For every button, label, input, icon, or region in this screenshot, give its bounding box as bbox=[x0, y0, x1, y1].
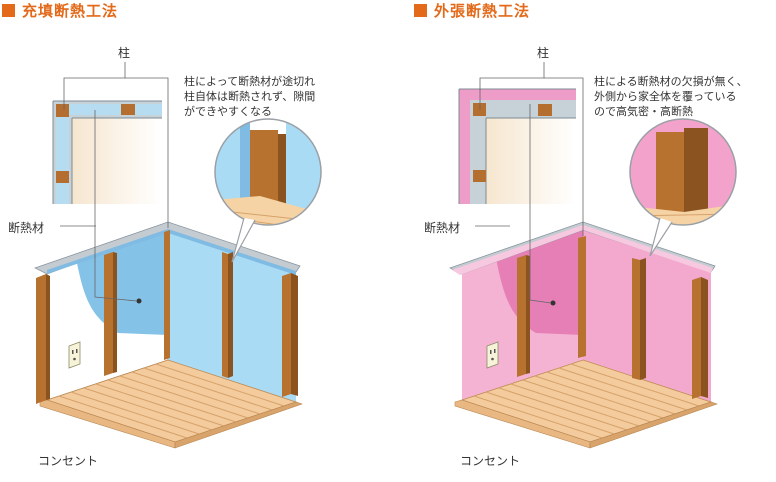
plan-pillar bbox=[56, 104, 69, 117]
left-illustration bbox=[33, 62, 322, 449]
right-illustration bbox=[448, 62, 737, 449]
right-plan-view bbox=[458, 88, 576, 204]
left-outlet-label: コンセント bbox=[38, 454, 99, 468]
right-room bbox=[448, 221, 718, 449]
left-note-line: ができやすくなる bbox=[184, 105, 272, 118]
left-plan-view bbox=[52, 100, 162, 204]
left-title-text: 充填断熱工法 bbox=[22, 2, 119, 20]
right-insulation-label: 断熱材 bbox=[424, 221, 461, 235]
right-leader-lines bbox=[475, 62, 584, 304]
title-bullet-icon bbox=[414, 4, 427, 17]
plan-pillar bbox=[121, 104, 135, 115]
left-pillar-label: 柱 bbox=[118, 46, 131, 60]
left-section-title: 充填断熱工法 bbox=[2, 0, 118, 21]
title-bullet-icon bbox=[2, 4, 15, 17]
left-outlet-icon bbox=[68, 341, 81, 369]
plan-pillar bbox=[56, 171, 69, 183]
left-magnifier bbox=[214, 118, 322, 263]
left-leader-lines bbox=[60, 62, 169, 302]
left-note-line: 柱によって断熱材が途切れ bbox=[184, 75, 316, 88]
right-note-line: 柱による断熱材の欠損が無く、 bbox=[594, 75, 748, 88]
right-note: 柱による断熱材の欠損が無く、 外側から家全体を覆っている ので高気密・高断熱 bbox=[594, 74, 748, 119]
left-room bbox=[33, 221, 303, 449]
left-insulation-label: 断熱材 bbox=[8, 221, 45, 235]
right-outlet-icon bbox=[486, 341, 499, 369]
right-note-line: 外側から家全体を覆っている bbox=[594, 90, 737, 103]
right-note-line: ので高気密・高断熱 bbox=[594, 105, 693, 118]
left-note: 柱によって断熱材が途切れ 柱自体は断熱されず、隙間 ができやすくなる bbox=[184, 74, 315, 119]
right-outlet-label: コンセント bbox=[460, 454, 521, 468]
right-magnifier bbox=[629, 118, 737, 257]
right-title-text: 外張断熱工法 bbox=[434, 2, 531, 20]
left-note-line: 柱自体は断熱されず、隙間 bbox=[184, 90, 316, 103]
right-section-title: 外張断熱工法 bbox=[414, 0, 530, 21]
right-pillar-label: 柱 bbox=[537, 46, 550, 60]
